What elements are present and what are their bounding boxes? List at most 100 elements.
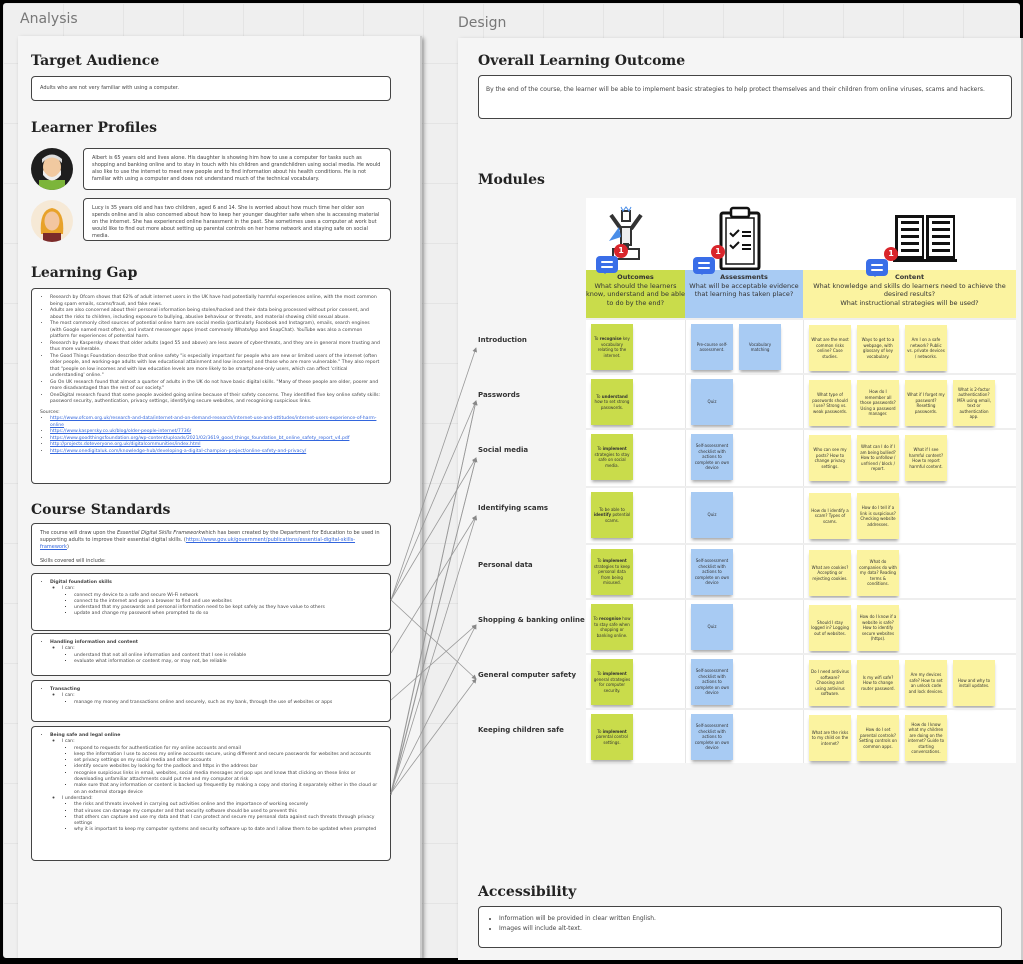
content-sticky[interactable]: How do I set parental controls? Setting … xyxy=(857,715,899,761)
connector-arrow[interactable] xyxy=(390,678,477,794)
connector-arrow[interactable] xyxy=(390,457,477,601)
assessment-sticky[interactable]: Quiz xyxy=(691,379,733,425)
skill-group-box[interactable]: Being safe and legal onlineI can:respond… xyxy=(31,726,391,861)
connector-arrow[interactable] xyxy=(390,347,477,601)
assessment-sticky[interactable]: Pre-course self-assessment. xyxy=(691,324,733,370)
content-sticky[interactable]: What are the risks to my child on the in… xyxy=(809,715,851,761)
content-sticky[interactable]: Who can see my posts? How to change priv… xyxy=(809,435,851,481)
assessment-sticky[interactable]: Quiz xyxy=(691,492,733,538)
outcome-sticky[interactable]: To recognise key vocabulary relating to … xyxy=(591,324,633,370)
connector-arrow[interactable] xyxy=(390,624,477,794)
accessibility-box[interactable]: Information will be provided in clear wr… xyxy=(478,906,1002,948)
assessment-sticky[interactable]: Self-assessment checklist with actions t… xyxy=(691,549,733,595)
content-sticky[interactable]: What are the most common risks online? C… xyxy=(809,325,851,371)
overall-outcome-box[interactable]: By the end of the course, the learner wi… xyxy=(478,75,1012,119)
intro-text: The course will draw upon the xyxy=(40,530,117,536)
skill-group-box[interactable]: TransactingI can:manage my money and tra… xyxy=(31,680,391,722)
source-link[interactable]: https://www.kaspersky.co.uk/blog/older-p… xyxy=(50,429,192,434)
outcome-sticky[interactable]: To implement parental control settings. xyxy=(591,714,633,760)
module-label[interactable]: Keeping children safe xyxy=(478,726,564,734)
comment-icon[interactable] xyxy=(596,256,618,274)
assessment-sticky[interactable]: Self-assessment checklist with actions t… xyxy=(691,659,733,705)
learner-profile-lucy[interactable]: Lucy is 35 years old and has two childre… xyxy=(83,198,391,241)
course-standards-intro[interactable]: The course will draw upon the Essential … xyxy=(31,523,391,566)
content-sticky[interactable]: What if I see harmful content? How to re… xyxy=(905,435,947,481)
module-label[interactable]: General computer safety xyxy=(478,671,577,679)
content-sticky[interactable]: Is my wifi safe? How to change router pa… xyxy=(857,660,899,706)
outcome-sticky[interactable]: To implement general strategies for comp… xyxy=(591,659,633,705)
outcome-sticky[interactable]: To recognise how to stay safe when shopp… xyxy=(591,604,633,650)
overall-outcome-heading: Overall Learning Outcome xyxy=(478,53,686,69)
connector-arrow[interactable] xyxy=(390,457,478,796)
content-sticky[interactable]: How and why to install updates. xyxy=(953,660,995,706)
outcome-text: strategies to keep personal data from be… xyxy=(593,563,631,586)
content-sticky[interactable]: Should I stay logged in? Logging out of … xyxy=(809,605,851,651)
content-sticky[interactable]: Do I need antivirus software? Choosing a… xyxy=(809,660,851,706)
content-sticky[interactable]: What can I do if I am being bullied? How… xyxy=(857,435,899,481)
outcome-sticky[interactable]: To be able to identify potential scams. xyxy=(591,492,633,538)
connector-arrow[interactable] xyxy=(390,400,477,601)
skill-group-title: Handling information and content xyxy=(50,640,138,645)
module-label[interactable]: Identifying scams xyxy=(478,504,549,512)
content-sticky[interactable]: What are cookies? Accepting or rejecting… xyxy=(809,550,851,596)
outcome-text: parental control settings. xyxy=(596,734,628,745)
outcome-sticky[interactable]: To implement strategies to stay safe on … xyxy=(591,434,633,480)
outcome-text: To xyxy=(594,336,600,341)
content-sticky[interactable]: How do I remember all those passwords? U… xyxy=(857,380,899,426)
comment-icon[interactable] xyxy=(693,257,715,275)
content-sticky[interactable]: What type of passwords should I use? Str… xyxy=(809,380,851,426)
module-label[interactable]: Shopping & banking online xyxy=(478,616,585,624)
connector-arrow[interactable] xyxy=(390,599,477,680)
content-sticky[interactable]: What do companies do with my data? Readi… xyxy=(857,550,899,596)
source-item: https://www.onedigitaluk.com/knowledge-h… xyxy=(50,449,382,456)
content-sticky[interactable]: How do I identify a scam? Types of scams… xyxy=(809,493,851,539)
comment-count-badge: 1 xyxy=(614,244,628,258)
content-sticky[interactable]: How do I know what my children are doing… xyxy=(905,715,947,761)
skill-section: I understand:the risks and threats invol… xyxy=(62,796,382,834)
module-label[interactable]: Personal data xyxy=(478,561,533,569)
outcome-sticky[interactable]: To understand how to set strong password… xyxy=(591,379,633,425)
module-label[interactable]: Introduction xyxy=(478,336,527,344)
connector-arrow[interactable] xyxy=(390,624,477,701)
frame-label-design[interactable]: Design xyxy=(458,15,507,31)
module-label[interactable]: Social media xyxy=(478,446,529,454)
content-sticky[interactable]: What if I forget my password? Resetting … xyxy=(905,380,947,426)
skill-group-box[interactable]: Digital foundation skillsI can:connect m… xyxy=(31,573,391,631)
assessment-sticky[interactable]: Self-assessment checklist with actions t… xyxy=(691,434,733,480)
framework-link[interactable]: https://www.gov.uk/government/publicatio… xyxy=(40,537,356,550)
skill-group-box[interactable]: Handling information and contentI can:un… xyxy=(31,633,391,676)
content-sticky[interactable]: What is 2-factor authentication? MFA usi… xyxy=(953,380,995,426)
assessment-sticky[interactable]: Vocabulary matching xyxy=(739,324,781,370)
skill-item: manage my money and transactions online … xyxy=(74,700,382,706)
outcome-verb: identify xyxy=(593,512,612,518)
connector-arrow[interactable] xyxy=(390,400,478,796)
skill-group-title: Being safe and legal online xyxy=(50,733,121,738)
content-sticky[interactable]: How do I tell if a link is suspicious? C… xyxy=(857,493,899,539)
module-label[interactable]: Passwords xyxy=(478,391,520,399)
outcome-verb: recognise xyxy=(598,616,621,621)
accessibility-bullet: Information will be provided in clear wr… xyxy=(499,914,991,924)
target-audience-box[interactable]: Adults who are not very familiar with us… xyxy=(31,76,391,101)
source-link[interactable]: https://www.ofcom.org.uk/research-and-da… xyxy=(50,416,377,428)
connector-arrow[interactable] xyxy=(390,515,477,654)
content-sticky[interactable]: How do I know if a website is safe? How … xyxy=(857,605,899,651)
outcome-sticky[interactable]: To implement strategies to keep personal… xyxy=(591,549,633,595)
source-link[interactable]: https://www.onedigitaluk.com/knowledge-h… xyxy=(50,448,307,454)
source-link[interactable]: https://www.goodthingsfoundation.org/wp-… xyxy=(50,435,350,441)
content-sticky[interactable]: Ways to get to a webpage, with glossary … xyxy=(857,325,899,371)
assessment-sticky[interactable]: Quiz xyxy=(691,604,733,650)
frame-label-analysis[interactable]: Analysis xyxy=(20,11,78,27)
learning-gap-box[interactable]: Research by Ofcom shows that 62% of adul… xyxy=(31,288,391,484)
learner-profile-albert[interactable]: Albert is 65 years old and lives alone. … xyxy=(83,148,391,190)
comment-icon[interactable] xyxy=(866,259,888,277)
connector-arrow[interactable] xyxy=(390,515,478,794)
assessment-sticky[interactable]: Self-assessment checklist with actions t… xyxy=(691,714,733,760)
source-link[interactable]: http://projects.doteveryone.org.uk/digit… xyxy=(50,442,201,447)
column-question: What should the learners know, understan… xyxy=(586,281,685,307)
content-sticky[interactable]: Are my devices safe? How to set an unloc… xyxy=(905,660,947,706)
content-sticky[interactable]: Am I on a safe network? Public vs. priva… xyxy=(905,325,947,371)
